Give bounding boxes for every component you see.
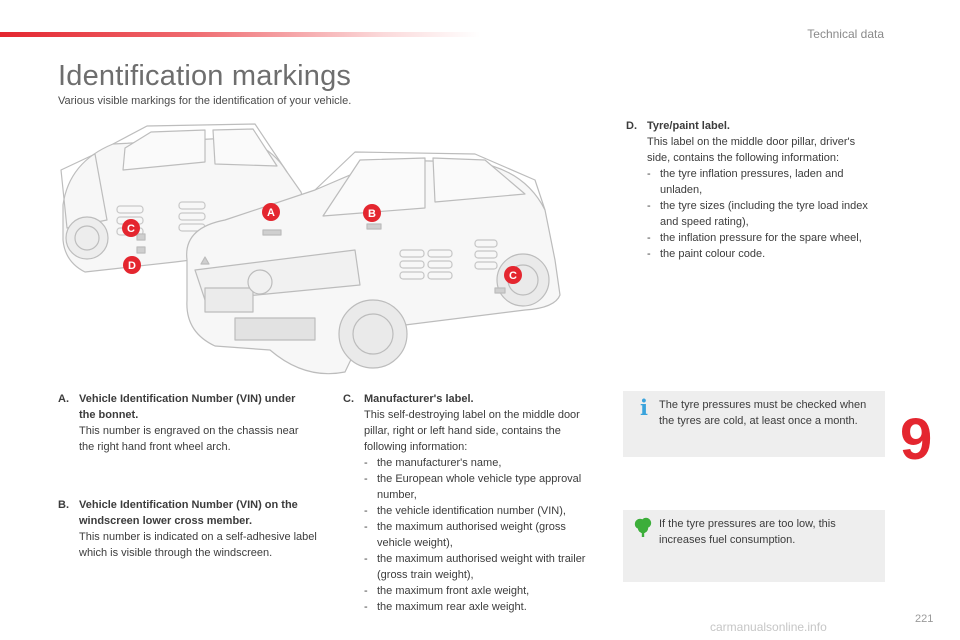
list-item: the tyre inflation pressures, laden and … bbox=[647, 166, 876, 198]
eco-note-text: If the tyre pressures are too low, this … bbox=[659, 518, 836, 546]
list-item: the vehicle identification number (VIN), bbox=[364, 503, 598, 519]
list-item: the inflation pressure for the spare whe… bbox=[647, 230, 876, 246]
entry-a: A. Vehicle Identification Number (VIN) u… bbox=[58, 391, 308, 455]
entry-letter: B. bbox=[58, 499, 69, 511]
front-vehicle-drawing bbox=[186, 151, 561, 375]
list-item: the maximum rear axle weight. bbox=[364, 599, 598, 615]
leaf-icon bbox=[634, 517, 652, 537]
svg-text:C: C bbox=[127, 223, 135, 235]
entry-d: D. Tyre/paint label. This label on the m… bbox=[626, 118, 876, 262]
list-item: the maximum authorised weight (gross veh… bbox=[364, 519, 598, 551]
entry-letter: D. bbox=[626, 120, 637, 132]
entry-text: This number is indicated on a self-adhes… bbox=[79, 531, 317, 559]
vehicle-illustration: A B C D C bbox=[60, 123, 561, 375]
svg-text:D: D bbox=[128, 260, 136, 272]
marker-b: B bbox=[363, 204, 381, 222]
page-subtitle: Various visible markings for the identif… bbox=[58, 95, 352, 107]
chapter-number: 9 bbox=[900, 407, 933, 472]
entry-text: This label on the middle door pillar, dr… bbox=[647, 136, 856, 164]
info-icon: i bbox=[640, 395, 648, 420]
marker-c-rear: C bbox=[122, 219, 140, 237]
entry-c: C. Manufacturer's label. This self-destr… bbox=[343, 391, 598, 615]
entry-c-list: the manufacturer's name, the European wh… bbox=[364, 455, 598, 615]
info-note-text: The tyre pressures must be checked when … bbox=[659, 399, 867, 427]
entry-heading: Vehicle Identification Number (VIN) unde… bbox=[79, 393, 296, 421]
entry-b: B. Vehicle Identification Number (VIN) o… bbox=[58, 497, 323, 561]
page-title: Identification markings bbox=[58, 60, 352, 92]
entry-d-list: the tyre inflation pressures, laden and … bbox=[647, 166, 876, 262]
entry-letter: A. bbox=[58, 393, 69, 405]
entry-heading: Tyre/paint label. bbox=[647, 120, 730, 132]
marker-d: D bbox=[123, 256, 141, 274]
page-number: 221 bbox=[915, 613, 934, 625]
entry-text: This number is engraved on the chassis n… bbox=[79, 425, 299, 453]
info-note: i The tyre pressures must be checked whe… bbox=[623, 391, 885, 457]
list-item: the European whole vehicle type approval… bbox=[364, 471, 598, 503]
eco-note: If the tyre pressures are too low, this … bbox=[623, 510, 885, 582]
svg-text:B: B bbox=[368, 208, 376, 220]
list-item: the paint colour code. bbox=[647, 246, 876, 262]
marker-c-front: C bbox=[504, 266, 522, 284]
entry-heading: Manufacturer's label. bbox=[364, 393, 474, 405]
svg-text:A: A bbox=[267, 207, 275, 219]
section-name: Technical data bbox=[807, 27, 884, 41]
list-item: the manufacturer's name, bbox=[364, 455, 598, 471]
header-accent-bar bbox=[0, 32, 480, 37]
list-item: the maximum authorised weight with trail… bbox=[364, 551, 598, 583]
marker-a: A bbox=[262, 203, 280, 221]
rear-vehicle-drawing bbox=[60, 123, 304, 274]
watermark: carmanualsonline.info bbox=[710, 620, 827, 634]
entry-letter: C. bbox=[343, 393, 354, 405]
list-item: the maximum front axle weight, bbox=[364, 583, 598, 599]
entry-text: This self-destroying label on the middle… bbox=[364, 409, 580, 453]
list-item: the tyre sizes (including the tyre load … bbox=[647, 198, 876, 230]
entry-heading: Vehicle Identification Number (VIN) on t… bbox=[79, 499, 298, 527]
svg-text:C: C bbox=[509, 270, 517, 282]
